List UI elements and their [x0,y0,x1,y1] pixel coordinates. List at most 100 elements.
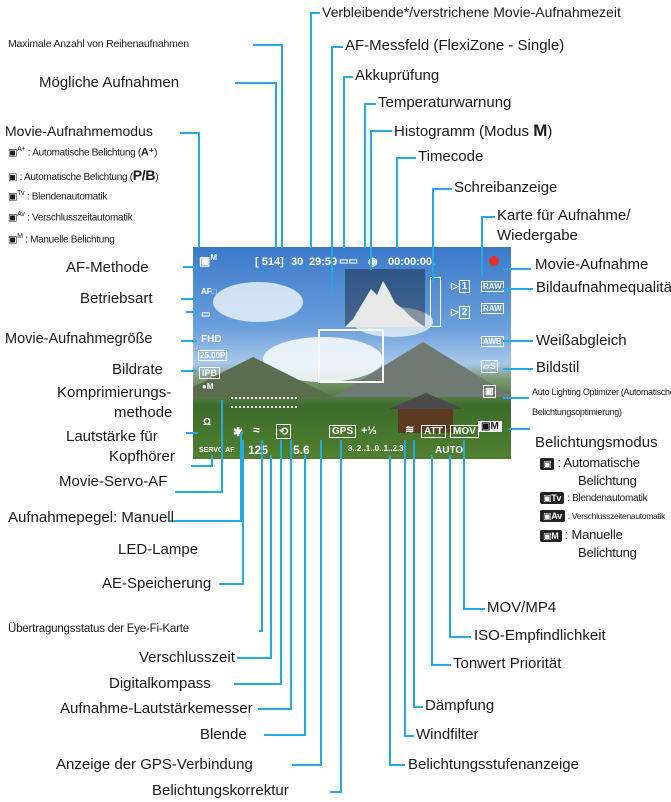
headphone-icon: Ω [203,417,212,428]
mode-row-auto-pb: ▣ : Automatische Belichtung (P/B) [8,167,159,183]
label-histogram: Histogramm (Modus M) [394,121,553,140]
em-row-av: ▣Tv: Blendenautomatik [540,492,648,505]
level-meter [231,395,303,411]
mode-auto-pb-text: Automatische Belichtung ( [24,172,133,183]
label-movie-rec: Movie-Aufnahme [535,256,649,273]
mode-pb-value: P/B [132,167,156,183]
label-attenuator: Dämpfung [425,697,495,714]
label-histogram-text: Histogramm (Modus [394,123,534,140]
wind-icon: ≋ [405,424,415,436]
exposure-mode-icon: ▣M [478,421,502,432]
mode-row-tv: ▣Av : Verschlusszeitautomatik [8,211,133,224]
timecode: 00:00:00. [388,256,436,268]
em-auto-1: Automatische [563,455,640,470]
card-indicator-2: ▷2 [451,306,471,319]
thermometer-icon: ◉ [368,256,378,268]
quality-raw: RAW [481,281,504,292]
label-alo-2: Belichtungsoptimierung) [532,407,622,417]
em-auto-2: Belichtung [578,473,637,488]
shots-value: 514 [261,256,281,268]
label-level-meter: Aufnahme-Lautstärkemesser [60,700,253,717]
label-style: Bildstil [536,359,580,376]
frame-rate: 25.00P [198,350,228,361]
em-m-2: Belichtung [578,545,637,560]
label-af-point: AF-Messfeld (FlexiZone - Single) [345,37,565,54]
mode-auto-plus-text: Automatische Belichtung ( [32,147,141,159]
label-aperture: Blende [200,726,247,743]
em-row-m: ▣M: Manuelle [540,527,623,543]
label-frame-rate: Bildrate [112,361,163,378]
aperture-value: 5.6 [293,443,310,457]
mode-m-text: Manuelle Belichtung [30,234,115,246]
mode-av-text: Blendenautomatik [31,191,108,203]
label-movmp4: MOV/MP4 [487,599,557,616]
label-movie-size: Movie-Aufnahmegröße [5,331,153,347]
exposure-scale: 3..2..1..0..1..2.3 [348,444,404,453]
em-row-tv: ▣Av: Verschlusszeitenautomatik [540,510,665,523]
histogram-graph [345,281,425,327]
em-tv-icon: ▣Av [540,510,565,523]
burst-value: 30 [291,256,304,268]
label-exposure-mode: Belichtungsmodus [535,434,658,451]
write-indicator [430,277,441,327]
em-m-icon: ▣M [540,530,562,543]
label-drive-mode: Betriebsart [80,290,153,307]
label-eyefi: Übertragungsstatus der Eye-Fi-Karte [8,623,189,635]
label-tone: Tonwert Priorität [453,655,562,672]
em-auto-icon: ▣ [540,458,555,471]
quality-raw-2: RAW [481,303,504,314]
servo-af: SERVO AF [199,447,235,454]
label-histogram-m: M [533,121,548,140]
iso-auto: AUTO [435,445,464,456]
label-iso: ISO-Empfindlichkeit [474,627,606,644]
battery-icon: ▭▭ [339,256,358,267]
rec-dot-icon [489,256,499,266]
label-quality: Bildaufnahmequalität [536,279,671,296]
compression: IPB [199,367,221,379]
label-af-method: AF-Methode [66,259,149,276]
camera-lcd-screen: ▣M [ 514] 30 29:59 ▭▭ ◉ 00:00:00. ▷1 ▷2 … [193,247,511,459]
drive-mode-icon: ▭ [201,309,211,320]
label-possible-shots: Mögliche Aufnahmen [39,74,180,91]
att-label: ATT [421,425,446,438]
em-row-auto: ▣: Automatische [540,455,640,471]
label-card-2: Wiedergabe [497,227,578,244]
em-m-1: Manuelle [571,527,623,542]
shutter-value: 125 [248,443,269,457]
compass-icon: ⟲ [276,424,292,439]
label-led: LED-Lampe [118,541,199,558]
label-max-burst: Maximale Anzahl von Reihenaufnahmen [8,38,189,50]
movie-size: FHD [201,334,222,345]
label-wind: Windfilter [416,726,479,743]
label-battery: Akkuprüfung [355,67,440,84]
label-timecode: Timecode [418,148,484,165]
gps-icon: GPS [329,425,357,438]
label-writing: Schreibanzeige [454,179,558,196]
label-servo-af: Movie-Servo-AF [59,473,168,490]
alo-icon: ▣ [483,385,496,398]
em-av-icon: ▣Tv [540,492,565,505]
label-compression-1: Komprimierungs- [57,384,172,401]
mode-row-m: ▣M : Manuelle Belichtung [8,233,115,246]
label-card-1: Karte für Aufnahme/ [497,207,631,224]
af-method: AF□ [201,287,217,296]
eyefi-icon: ≈ [253,423,260,437]
label-temp: Temperaturwarnung [378,94,512,111]
label-ae-lock: AE-Speicherung [102,575,212,592]
mode-row-av: ▣Tv : Blendenautomatik [8,190,108,203]
mode-tv-text: Verschlusszeitautomatik [32,212,133,224]
label-exp-comp: Belichtungskorrektur [152,782,289,799]
movie-mode-icon: ▣M [199,253,218,268]
label-wb: Weißabgleich [536,332,627,349]
exp-comp: +⅓ [361,425,377,437]
label-rec-level: Aufnahmepegel: Manuell [8,509,174,526]
remaining-time: 29:59 [309,256,338,268]
mode-row-auto-plus: ▣A+ : Automatische Belichtung (A⁺) [8,146,158,159]
wb-awb: AWB [481,336,504,347]
em-av-text: Blendenautomatik [572,493,648,504]
label-headphone-1: Lautstärke für [66,428,158,445]
max-burst-readout: [ 514] [255,256,284,268]
histogram [345,269,425,327]
af-point-frame [318,329,384,383]
label-shutter: Verschlusszeit [139,649,235,666]
